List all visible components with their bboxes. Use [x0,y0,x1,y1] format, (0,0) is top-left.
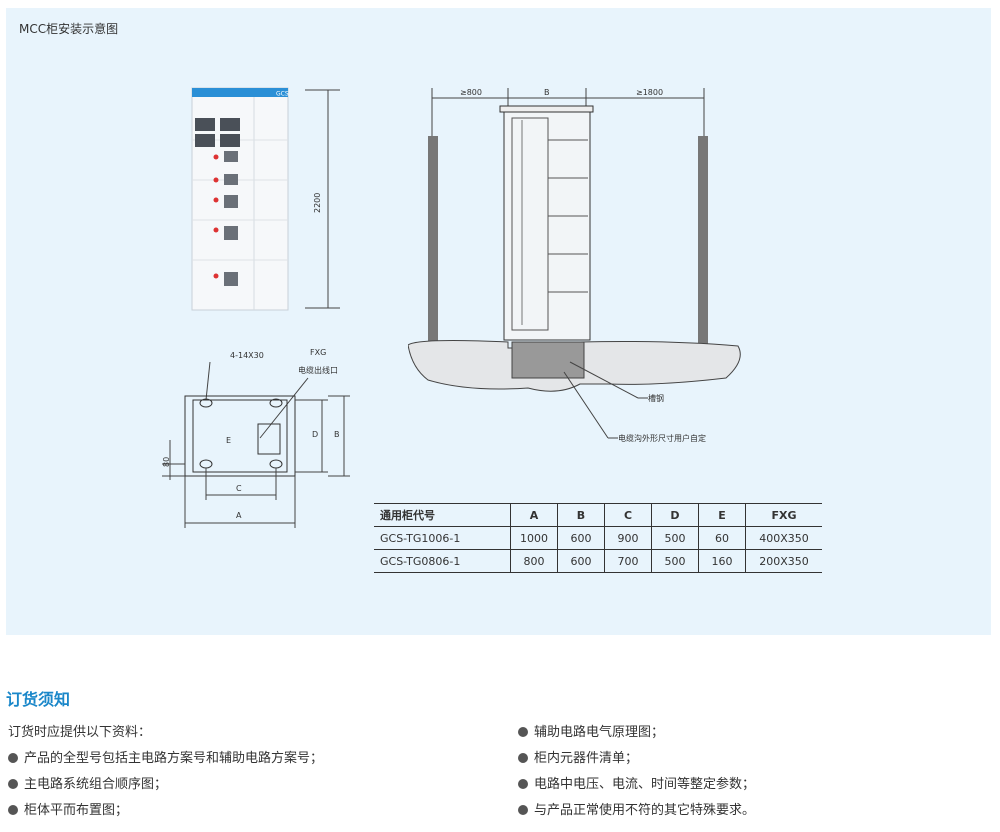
order-notes-title: 订货须知 [6,690,71,709]
order-notes-right: 辅助电路电气原理图； 柜内元器件清单； 电路中电压、电流、时间等整定参数； 与产… [518,720,988,824]
channel-steel-callout: 槽钢 [648,393,664,403]
table-header: FXG [745,503,822,527]
table-cell: 600 [557,526,605,550]
bullet-icon [8,779,18,789]
list-item-text: 主电路系统组合顺序图； [24,777,168,792]
dim-b-plan: B [334,430,340,439]
bullet-icon [518,805,528,815]
dim-e: E [226,436,231,445]
dim-80: 80 [162,457,171,467]
dim-c: C [236,484,242,493]
cable-outlet-label: 电缆出线口 [298,365,338,375]
table-cell: GCS-TG0806-1 [374,549,511,573]
table-cell: 160 [698,549,746,573]
front-view-drawing: GCS 2200 [191,87,340,311]
table-row: GCS-TG0806-1 800 600 700 500 160 200X350 [374,549,822,573]
bullet-icon [8,805,18,815]
table-cell: 800 [510,549,558,573]
table-cell: 600 [557,549,605,573]
bullet-icon [518,779,528,789]
table-header: C [604,503,652,527]
list-item-text: 电路中电压、电流、时间等整定参数； [534,777,756,792]
height-label: 2200 [313,193,322,213]
list-item-text: 辅助电路电气原理图； [534,725,665,740]
plan-view-drawing: 4-14X30 FXG 电缆出线口 E C A D B 80 [162,348,350,528]
table-cell: 400X350 [745,526,822,550]
table-header: D [651,503,699,527]
list-item: 产品的全型号包括主电路方案号和辅助电路方案号； [8,746,488,772]
table-cell: 1000 [510,526,558,550]
list-item: 柜体平而布置图； [8,798,488,824]
table-header: 通用柜代号 [374,503,511,527]
bullet-icon [8,753,18,763]
table-header-row: 通用柜代号 A B C D E FXG [374,503,822,527]
list-item-text: 柜体平而布置图； [24,803,129,818]
holes-label: 4-14X30 [230,351,264,360]
list-item: 与产品正常使用不符的其它特殊要求。 [518,798,988,824]
table-cell: 500 [651,549,699,573]
table-cell: 700 [604,549,652,573]
order-notes-intro: 订货时应提供以下资料： [8,725,152,740]
table-cell: 900 [604,526,652,550]
table-header: B [557,503,605,527]
list-item-text: 产品的全型号包括主电路方案号和辅助电路方案号； [24,751,324,766]
fxg-label: FXG [310,348,326,357]
side-view-drawing: ≥800 B ≥1800 槽钢 [408,88,741,403]
bullet-icon [518,727,528,737]
table-row: GCS-TG1006-1 1000 600 900 500 60 400X350 [374,526,822,550]
trench-callout: 电缆沟外形尺寸用户自定 [618,433,706,443]
table-cell: 200X350 [745,549,822,573]
dim-d: D [312,430,318,439]
spec-table: 通用柜代号 A B C D E FXG GCS-TG1006-1 1000 60… [374,503,822,573]
table-header: E [698,503,746,527]
list-item: 主电路系统组合顺序图； [8,772,488,798]
dim-right: ≥1800 [636,88,663,97]
dim-left: ≥800 [460,88,482,97]
table-cell: GCS-TG1006-1 [374,526,511,550]
list-item-text: 柜内元器件清单； [534,751,639,766]
trench-callout-line: 电缆沟外形尺寸用户自定 [563,371,706,443]
diagram-title: MCC柜安装示意图 [19,22,119,36]
front-header-label: GCS [276,91,289,98]
list-item: 辅助电路电气原理图； [518,720,988,746]
list-item: 柜内元器件清单； [518,746,988,772]
list-item-text: 与产品正常使用不符的其它特殊要求。 [534,803,756,818]
table-cell: 60 [698,526,746,550]
dim-b-side: B [544,88,550,97]
bullet-icon [518,753,528,763]
dim-a: A [236,511,242,520]
list-item: 电路中电压、电流、时间等整定参数； [518,772,988,798]
table-cell: 500 [651,526,699,550]
table-header: A [510,503,558,527]
order-notes-left: 订货时应提供以下资料： 产品的全型号包括主电路方案号和辅助电路方案号； 主电路系… [8,720,488,824]
